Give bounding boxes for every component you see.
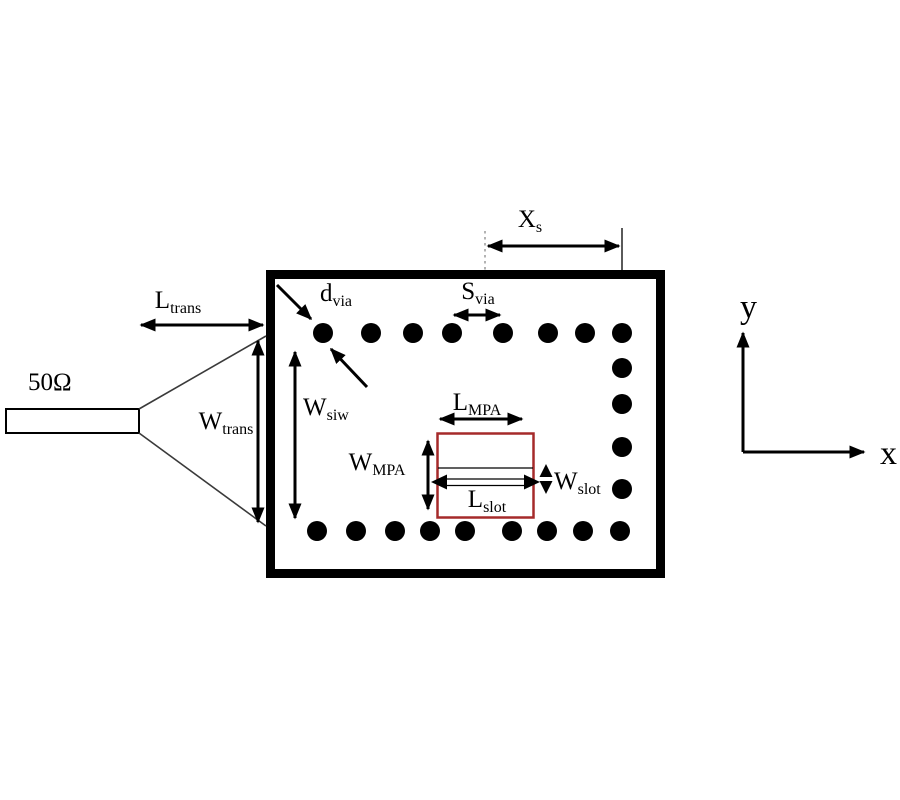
via [493,323,513,343]
taper-top-line [138,335,267,410]
via [573,521,593,541]
l-slot-arrow [431,474,540,490]
via [502,521,522,541]
via [403,323,423,343]
via [346,521,366,541]
via [442,323,462,343]
x-axis-label: x [880,435,897,472]
via [313,323,333,343]
label-l-slot: Lslot [468,486,507,516]
via [612,479,632,499]
d-via-arrow-upper [275,283,313,321]
patch-outline [436,432,535,519]
label-w-slot: Wslot [554,468,601,498]
w-slot-arrow [539,464,553,494]
via [612,323,632,343]
via [361,323,381,343]
feed-line [5,408,140,434]
coordinate-axes: y x [736,289,897,472]
label-d-via: dvia [320,280,352,310]
label-w-trans: Wtrans [199,408,254,438]
slot-arrow-left-head [431,474,447,490]
label-w-siw: Wsiw [303,394,349,424]
via [420,521,440,541]
label-50ohm: 50Ω [28,369,72,396]
w-slot-arrow-up-head [539,464,553,477]
via-array [307,323,632,541]
slot-arrow-right-head [524,474,540,490]
w-slot-arrow-down-head [539,481,553,494]
via [610,521,630,541]
via [612,358,632,378]
taper-bottom-line [138,432,267,527]
via [612,394,632,414]
via [612,437,632,457]
via [537,521,557,541]
d-via-arrow-lower [329,347,369,389]
label-l-trans: Ltrans [155,287,201,317]
via [385,521,405,541]
via [455,521,475,541]
y-axis-label: y [740,289,757,326]
via [307,521,327,541]
via [575,323,595,343]
label-s-via: Svia [461,278,494,308]
via [538,323,558,343]
label-x-s: Xs [518,206,542,236]
label-w-mpa: WMPA [349,449,406,479]
